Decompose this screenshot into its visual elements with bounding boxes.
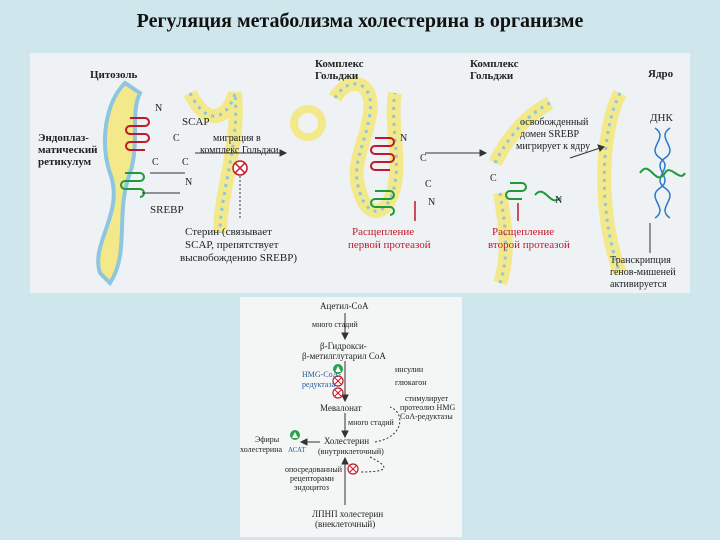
region-golgi-1-line1: Комплекс	[315, 58, 364, 70]
srebp-pathway-diagram: Цитозоль Комплекс Гольджи Комплекс Гольд…	[30, 53, 690, 293]
pathway-arrows	[299, 313, 349, 505]
esters-2: холестерина	[240, 445, 282, 454]
srebp-cleaved	[505, 182, 527, 200]
transcription-3: активируется	[610, 279, 667, 290]
n-label-1: N	[155, 103, 162, 114]
region-golgi-2-line2: Гольджи	[470, 70, 514, 82]
golgi-vesicle	[290, 105, 326, 141]
cholesterol-1: Холестерин	[324, 436, 369, 446]
activation-icon	[290, 430, 300, 440]
scap-label: SCAP	[182, 116, 210, 128]
receptors-2: рецепторами	[290, 474, 335, 483]
srebp-label: SREBP	[150, 204, 184, 216]
reductase-2: редуктаза	[302, 380, 336, 389]
flow-arrows	[195, 144, 651, 253]
c-label-4: C	[420, 153, 427, 164]
acat: АСАТ	[288, 446, 306, 454]
activation-icon	[333, 364, 343, 374]
srebp-protein	[120, 172, 145, 198]
n-label-3: N	[400, 133, 407, 144]
scap-protein	[125, 117, 150, 151]
release-3: мигрирует к ядру	[516, 141, 590, 152]
scap-protein-golgi	[370, 137, 395, 171]
protease2-2: второй протеазой	[488, 239, 570, 251]
transcription-2: генов-мишеней	[610, 267, 676, 278]
acetyl-coa: Ацетил-CoA	[320, 301, 369, 311]
ldl-2: (внеклеточный)	[315, 519, 375, 529]
n-label-4: N	[428, 197, 435, 208]
c-label-6: C	[490, 173, 497, 184]
golgi-membrane-1	[329, 76, 404, 219]
n-label-5: N	[555, 195, 562, 206]
inhibition-icon	[332, 375, 344, 387]
stimulates-1: стимулирует	[405, 394, 449, 403]
er-label-2: матический	[38, 144, 98, 156]
er-membrane	[96, 80, 143, 287]
dna-helix	[654, 127, 671, 219]
migration-1: миграция в	[213, 133, 261, 144]
steps-1: много стадий	[312, 320, 358, 329]
inhibition-icon	[332, 387, 344, 399]
transcription-1: Транскрипция	[610, 255, 671, 266]
n-label-2: N	[185, 177, 192, 188]
mevalonate: Мевалонат	[320, 403, 362, 413]
sterol-note-1: Стерин (связывает	[185, 226, 272, 238]
receptors-3: эндоцитоз	[294, 483, 329, 492]
inhibition-symbol	[232, 160, 248, 176]
reductase-1: HMG-CoA-	[302, 370, 341, 379]
c-label-3: C	[152, 157, 159, 168]
nuclear-membrane	[597, 89, 627, 276]
c-label-2: C	[182, 157, 189, 168]
srebp-pathway-svg: Цитозоль Комплекс Гольджи Комплекс Гольд…	[38, 58, 686, 290]
er-label-1: Эндоплаз-	[38, 132, 89, 144]
release-2: домен SREBP	[520, 129, 580, 140]
protease2-1: Расщепление	[492, 226, 554, 238]
cholesterol-2: (внутриклеточный)	[318, 447, 384, 456]
region-golgi-1-line2: Гольджи	[315, 70, 359, 82]
c-label-1: C	[173, 133, 180, 144]
hmg-2: β-метилглутарил CoA	[302, 351, 386, 361]
migration-2: комплекс Гольджи	[200, 145, 279, 156]
cholesterol-regulation-diagram: Ацетил-CoA много стадий β-Гидрокси- β-ме…	[240, 297, 462, 537]
insulin: инсулин	[395, 365, 424, 374]
srebp-protein-golgi	[370, 190, 395, 216]
glucagon: глюкагон	[395, 378, 427, 387]
ldl-1: ЛПНП холестерин	[312, 509, 383, 519]
c-label-5: C	[425, 179, 432, 190]
steps-2: много стадий	[348, 418, 394, 427]
region-cytosol: Цитозоль	[90, 69, 138, 81]
inhibition-icon	[347, 463, 359, 475]
protease1-1: Расщепление	[352, 226, 414, 238]
dna-label: ДНК	[650, 112, 673, 124]
sterol-note-3: высвобождению SREBP)	[180, 252, 297, 264]
release-1: освобожденный	[520, 117, 589, 128]
esters-1: Эфиры	[255, 435, 280, 444]
region-golgi-2-line1: Комплекс	[470, 58, 519, 70]
stimulates-2: протеолиз HMG	[400, 403, 455, 412]
cholesterol-regulation-svg: Ацетил-CoA много стадий β-Гидрокси- β-ме…	[240, 301, 455, 529]
sterol-note-2: SCAP, препятствует	[185, 239, 279, 251]
er-label-3: ретикулум	[38, 156, 92, 168]
hmg-1: β-Гидрокси-	[320, 341, 367, 351]
region-nucleus: Ядро	[648, 68, 674, 80]
receptors-1: опосредованный	[285, 465, 343, 474]
page-title: Регуляция метаболизма холестерина в орга…	[136, 10, 584, 32]
stimulates-3: CoA-редуктазы	[400, 412, 453, 421]
protease1-2: первой протеазой	[348, 239, 431, 251]
